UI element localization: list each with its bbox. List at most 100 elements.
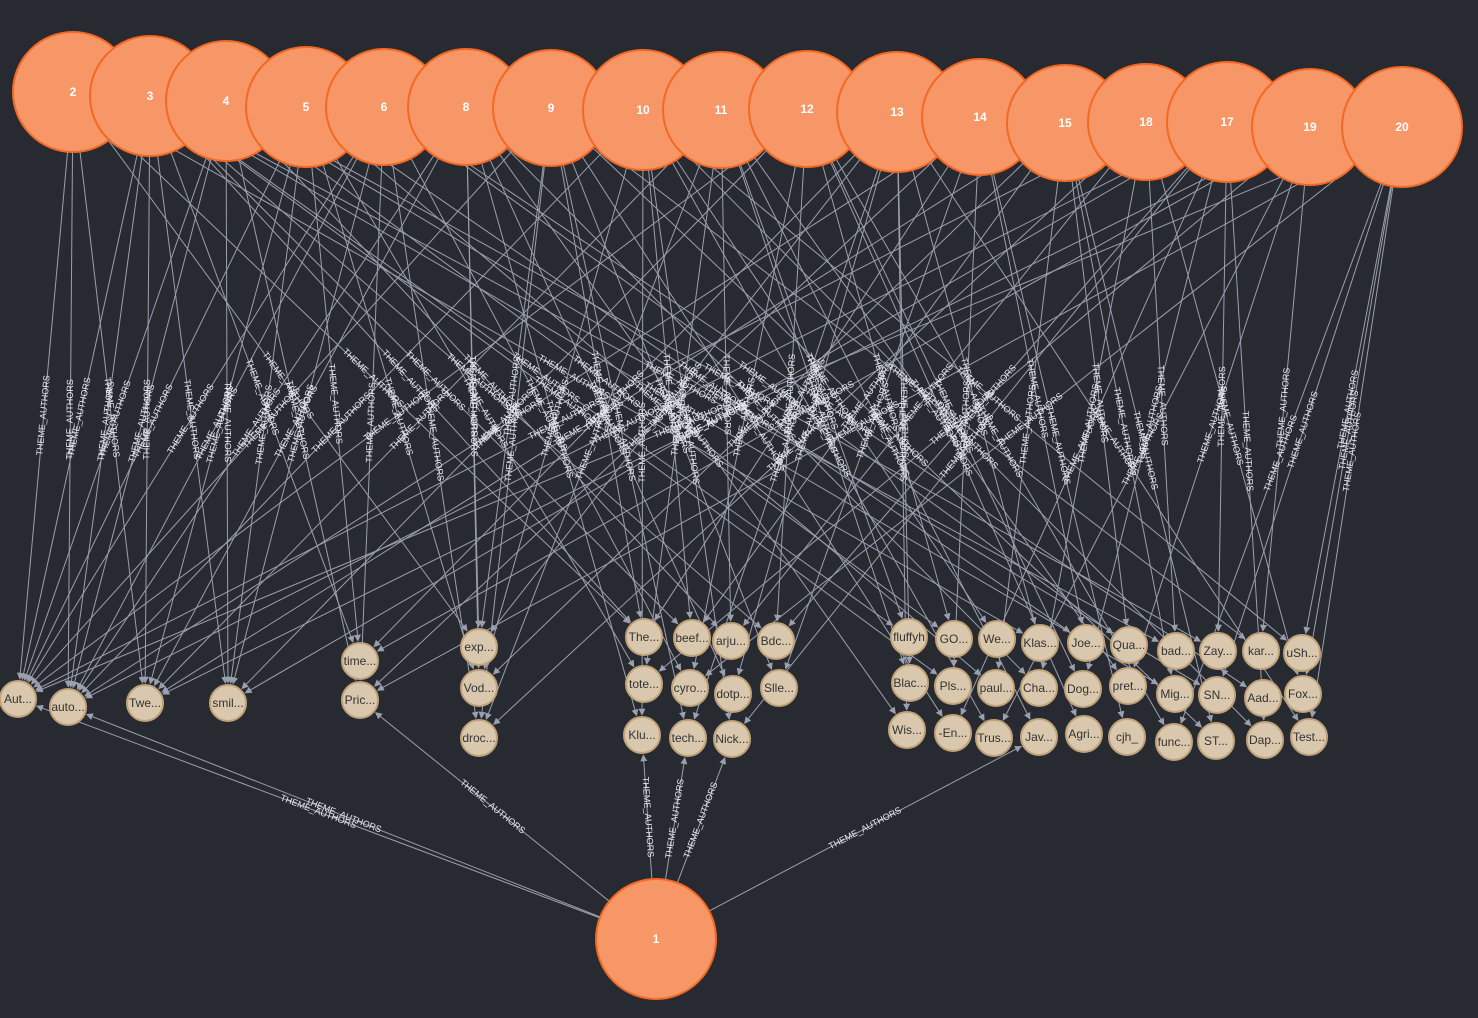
author-node-circle[interactable] [891, 664, 929, 702]
relationship-edge[interactable] [64, 151, 74, 688]
relationship-edge[interactable] [703, 169, 1032, 623]
relationship-edge[interactable] [1040, 178, 1136, 670]
relationship-edge[interactable] [822, 164, 951, 621]
relationship-edge[interactable] [1230, 181, 1267, 721]
author-node-circle[interactable] [1109, 667, 1147, 705]
relationship-edge[interactable] [1259, 184, 1306, 632]
relationship-edge[interactable] [392, 164, 479, 719]
author-node-circle[interactable] [341, 681, 379, 719]
author-node-circle[interactable] [126, 684, 164, 722]
author-node-a6[interactable]: Pric... [341, 681, 379, 719]
theme-node-t15[interactable]: 15 [1006, 64, 1124, 182]
author-node-circle[interactable] [671, 669, 709, 707]
relationship-edge[interactable] [1221, 183, 1384, 677]
relationship-edge[interactable] [897, 171, 913, 664]
author-node-a33[interactable]: paul... [977, 669, 1015, 707]
author-node-circle[interactable] [1197, 722, 1235, 760]
relationship-edge[interactable] [108, 140, 468, 632]
relationship-edge[interactable] [1304, 186, 1393, 675]
relationship-edge[interactable] [33, 143, 761, 688]
author-node-circle[interactable] [1110, 626, 1148, 664]
relationship-edge[interactable] [335, 158, 635, 668]
relationship-edge[interactable] [194, 135, 762, 629]
relationship-edge[interactable] [192, 138, 679, 625]
relationship-edge[interactable] [950, 174, 978, 667]
relationship-edge[interactable] [322, 164, 475, 670]
relationship-edge[interactable] [431, 138, 1247, 688]
relationship-edge[interactable] [489, 159, 726, 677]
author-node-a20[interactable]: Nick... [713, 720, 751, 758]
theme-node-t1[interactable]: 1 [595, 878, 717, 1000]
relationship-edge[interactable] [26, 160, 281, 682]
relationship-edge[interactable] [124, 121, 1024, 634]
relationship-edge[interactable] [224, 160, 232, 684]
author-node-a45[interactable]: Agri... [1065, 715, 1103, 753]
author-node-circle[interactable] [460, 719, 498, 757]
relationship-edge[interactable] [650, 169, 732, 720]
author-node-circle[interactable] [669, 719, 707, 757]
author-node-a19[interactable]: tech... [669, 719, 707, 757]
relationship-edge[interactable] [202, 124, 1160, 642]
relationship-edge[interactable] [784, 171, 962, 670]
relationship-edge[interactable] [35, 147, 1095, 691]
author-node-circle[interactable] [49, 688, 87, 726]
author-node-circle[interactable] [890, 618, 928, 656]
author-node-circle[interactable] [1284, 675, 1322, 713]
author-node-circle[interactable] [935, 620, 973, 658]
relationship-edge[interactable] [190, 139, 631, 623]
author-node-a25[interactable]: Joe... [1067, 624, 1105, 662]
author-node-circle[interactable] [714, 675, 752, 713]
author-node-a30[interactable]: uSh... [1283, 634, 1321, 672]
relationship-edge[interactable] [170, 152, 355, 643]
author-node-circle[interactable] [341, 642, 379, 680]
relationship-edge[interactable] [1309, 186, 1394, 718]
author-node-circle[interactable] [209, 684, 247, 722]
relationship-edge[interactable] [30, 150, 513, 685]
author-node-circle[interactable] [460, 628, 498, 666]
author-node-circle[interactable] [1157, 632, 1195, 670]
author-node-a21[interactable]: fluffyh [890, 618, 928, 656]
author-node-circle[interactable] [1199, 632, 1237, 670]
relationship-edge[interactable] [1160, 177, 1300, 676]
relationship-edge[interactable] [161, 153, 1017, 693]
relationship-edge[interactable] [774, 166, 805, 622]
author-node-a36[interactable]: pret... [1109, 667, 1147, 705]
relationship-edge[interactable] [691, 165, 797, 670]
relationship-edge[interactable] [644, 167, 714, 665]
relationship-edge[interactable] [640, 754, 653, 880]
author-node-circle[interactable] [1246, 721, 1284, 759]
author-node-circle[interactable] [625, 665, 663, 703]
relationship-edge[interactable] [831, 161, 1075, 672]
relationship-edge[interactable] [990, 173, 1085, 625]
author-node-circle[interactable] [1155, 723, 1193, 761]
relationship-edge[interactable] [16, 151, 69, 680]
author-node-a41[interactable]: Wis... [888, 711, 926, 749]
relationship-edge[interactable] [154, 157, 439, 687]
author-node-circle[interactable] [934, 667, 972, 705]
author-node-circle[interactable] [1108, 718, 1146, 756]
relationship-edge[interactable] [738, 164, 906, 665]
author-node-a50[interactable]: Test... [1290, 718, 1328, 756]
relationship-edge[interactable] [79, 151, 146, 684]
relationship-edge[interactable] [71, 158, 212, 689]
author-node-circle[interactable] [623, 716, 661, 754]
relationship-edge[interactable] [81, 152, 602, 694]
relationship-edge[interactable] [376, 155, 1350, 691]
author-node-circle[interactable] [1020, 669, 1058, 707]
relationship-edge[interactable] [376, 154, 1260, 652]
author-node-circle[interactable] [713, 720, 751, 758]
relationship-edge[interactable] [754, 157, 1117, 671]
author-node-circle[interactable] [460, 669, 498, 707]
author-node-circle[interactable] [760, 669, 798, 707]
relationship-edge[interactable] [721, 167, 735, 622]
relationship-edge[interactable] [648, 169, 694, 619]
relationship-edge[interactable] [1086, 180, 1213, 671]
relationship-edge[interactable] [85, 713, 601, 918]
author-node-a47[interactable]: func... [1155, 723, 1193, 761]
author-node-circle[interactable] [1244, 679, 1282, 717]
author-node-a38[interactable]: SN... [1198, 676, 1236, 714]
author-node-a35[interactable]: Dog... [1064, 670, 1102, 708]
relationship-edge[interactable] [375, 712, 610, 902]
relationship-edge[interactable] [1071, 180, 1130, 626]
relationship-edge[interactable] [499, 154, 896, 715]
